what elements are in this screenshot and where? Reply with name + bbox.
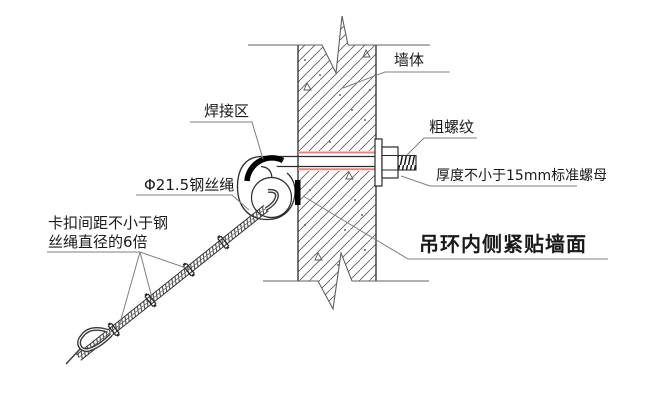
leader-rope xyxy=(136,194,250,211)
leader-nut xyxy=(400,175,577,187)
break-line-top xyxy=(248,15,430,75)
weld-zone-arc xyxy=(244,155,285,182)
leader-clamp-3 xyxy=(117,251,141,331)
threaded-rod xyxy=(397,154,417,171)
clamp-label-line2: 丝绳直径的6倍 xyxy=(48,233,148,251)
rope-center-line xyxy=(78,207,267,358)
concrete-triangles xyxy=(303,48,371,261)
ring-neck-curve xyxy=(260,165,273,179)
ring-wall-contact-bar xyxy=(295,180,301,205)
nut-label: 厚度不小于15mm标准螺母 xyxy=(436,168,607,184)
leader-ring xyxy=(302,195,608,260)
leader-coarse-thread xyxy=(406,137,477,156)
rope-clamps xyxy=(107,235,230,337)
concrete-dots xyxy=(304,59,371,266)
anchor-bolt xyxy=(261,138,417,187)
rope-label: Φ21.5钢丝绳 xyxy=(144,176,234,194)
rope-edge-1 xyxy=(80,210,269,361)
rope-frayed-tail xyxy=(65,348,81,365)
leader-clamp-2 xyxy=(139,251,153,299)
ring-label: 吊环内侧紧贴墙面 xyxy=(419,232,587,256)
labels: 墙体 焊接区 Φ21.5钢丝绳 卡扣间距不小于钢 丝绳直径的6倍 粗螺纹 厚度不… xyxy=(48,51,607,256)
leader-wall xyxy=(342,71,450,89)
rope-end-curl-highlight xyxy=(265,190,278,210)
weld-zone-label: 焊接区 xyxy=(204,102,249,120)
shaft-clearance-band xyxy=(298,151,376,171)
rope-loop-end-highlight xyxy=(78,328,112,351)
break-line-bottom xyxy=(263,250,429,311)
leader-lines xyxy=(47,71,608,331)
wire-rope xyxy=(76,204,269,361)
clamp-label-line1: 卡扣间距不小于钢 xyxy=(48,214,168,232)
washer-plate xyxy=(374,138,383,187)
hex-nut xyxy=(381,146,399,179)
leader-weld-zone xyxy=(190,121,264,160)
leader-clamp-1 xyxy=(139,251,190,270)
wall-label: 墙体 xyxy=(394,51,424,69)
coarse-thread-label: 粗螺纹 xyxy=(429,118,474,136)
